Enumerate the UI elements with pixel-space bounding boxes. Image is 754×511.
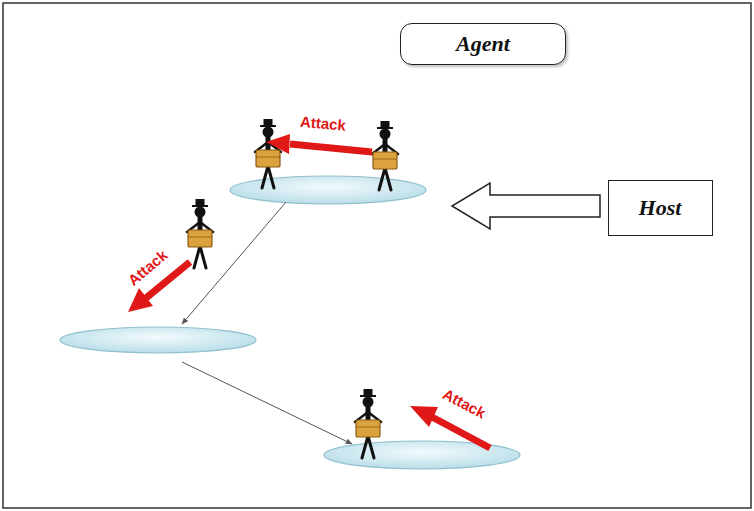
host-platform bbox=[230, 176, 426, 204]
agent-figure bbox=[372, 121, 398, 190]
node-text: Host bbox=[639, 196, 682, 220]
host-label-box: Host bbox=[608, 180, 713, 236]
attack-arrow bbox=[266, 134, 372, 154]
attack-label: Attack bbox=[438, 385, 490, 423]
host-platform bbox=[60, 327, 256, 353]
agent-figure bbox=[355, 389, 381, 458]
pointer-arrow bbox=[452, 183, 600, 229]
node-text: Agent bbox=[456, 32, 510, 56]
frame bbox=[3, 3, 751, 508]
migration-arrow bbox=[182, 362, 352, 444]
attack-label: Attack bbox=[297, 114, 348, 135]
agent-figure bbox=[187, 199, 213, 268]
callout-bubble: Agent bbox=[400, 23, 566, 65]
agent-figure bbox=[255, 119, 281, 188]
